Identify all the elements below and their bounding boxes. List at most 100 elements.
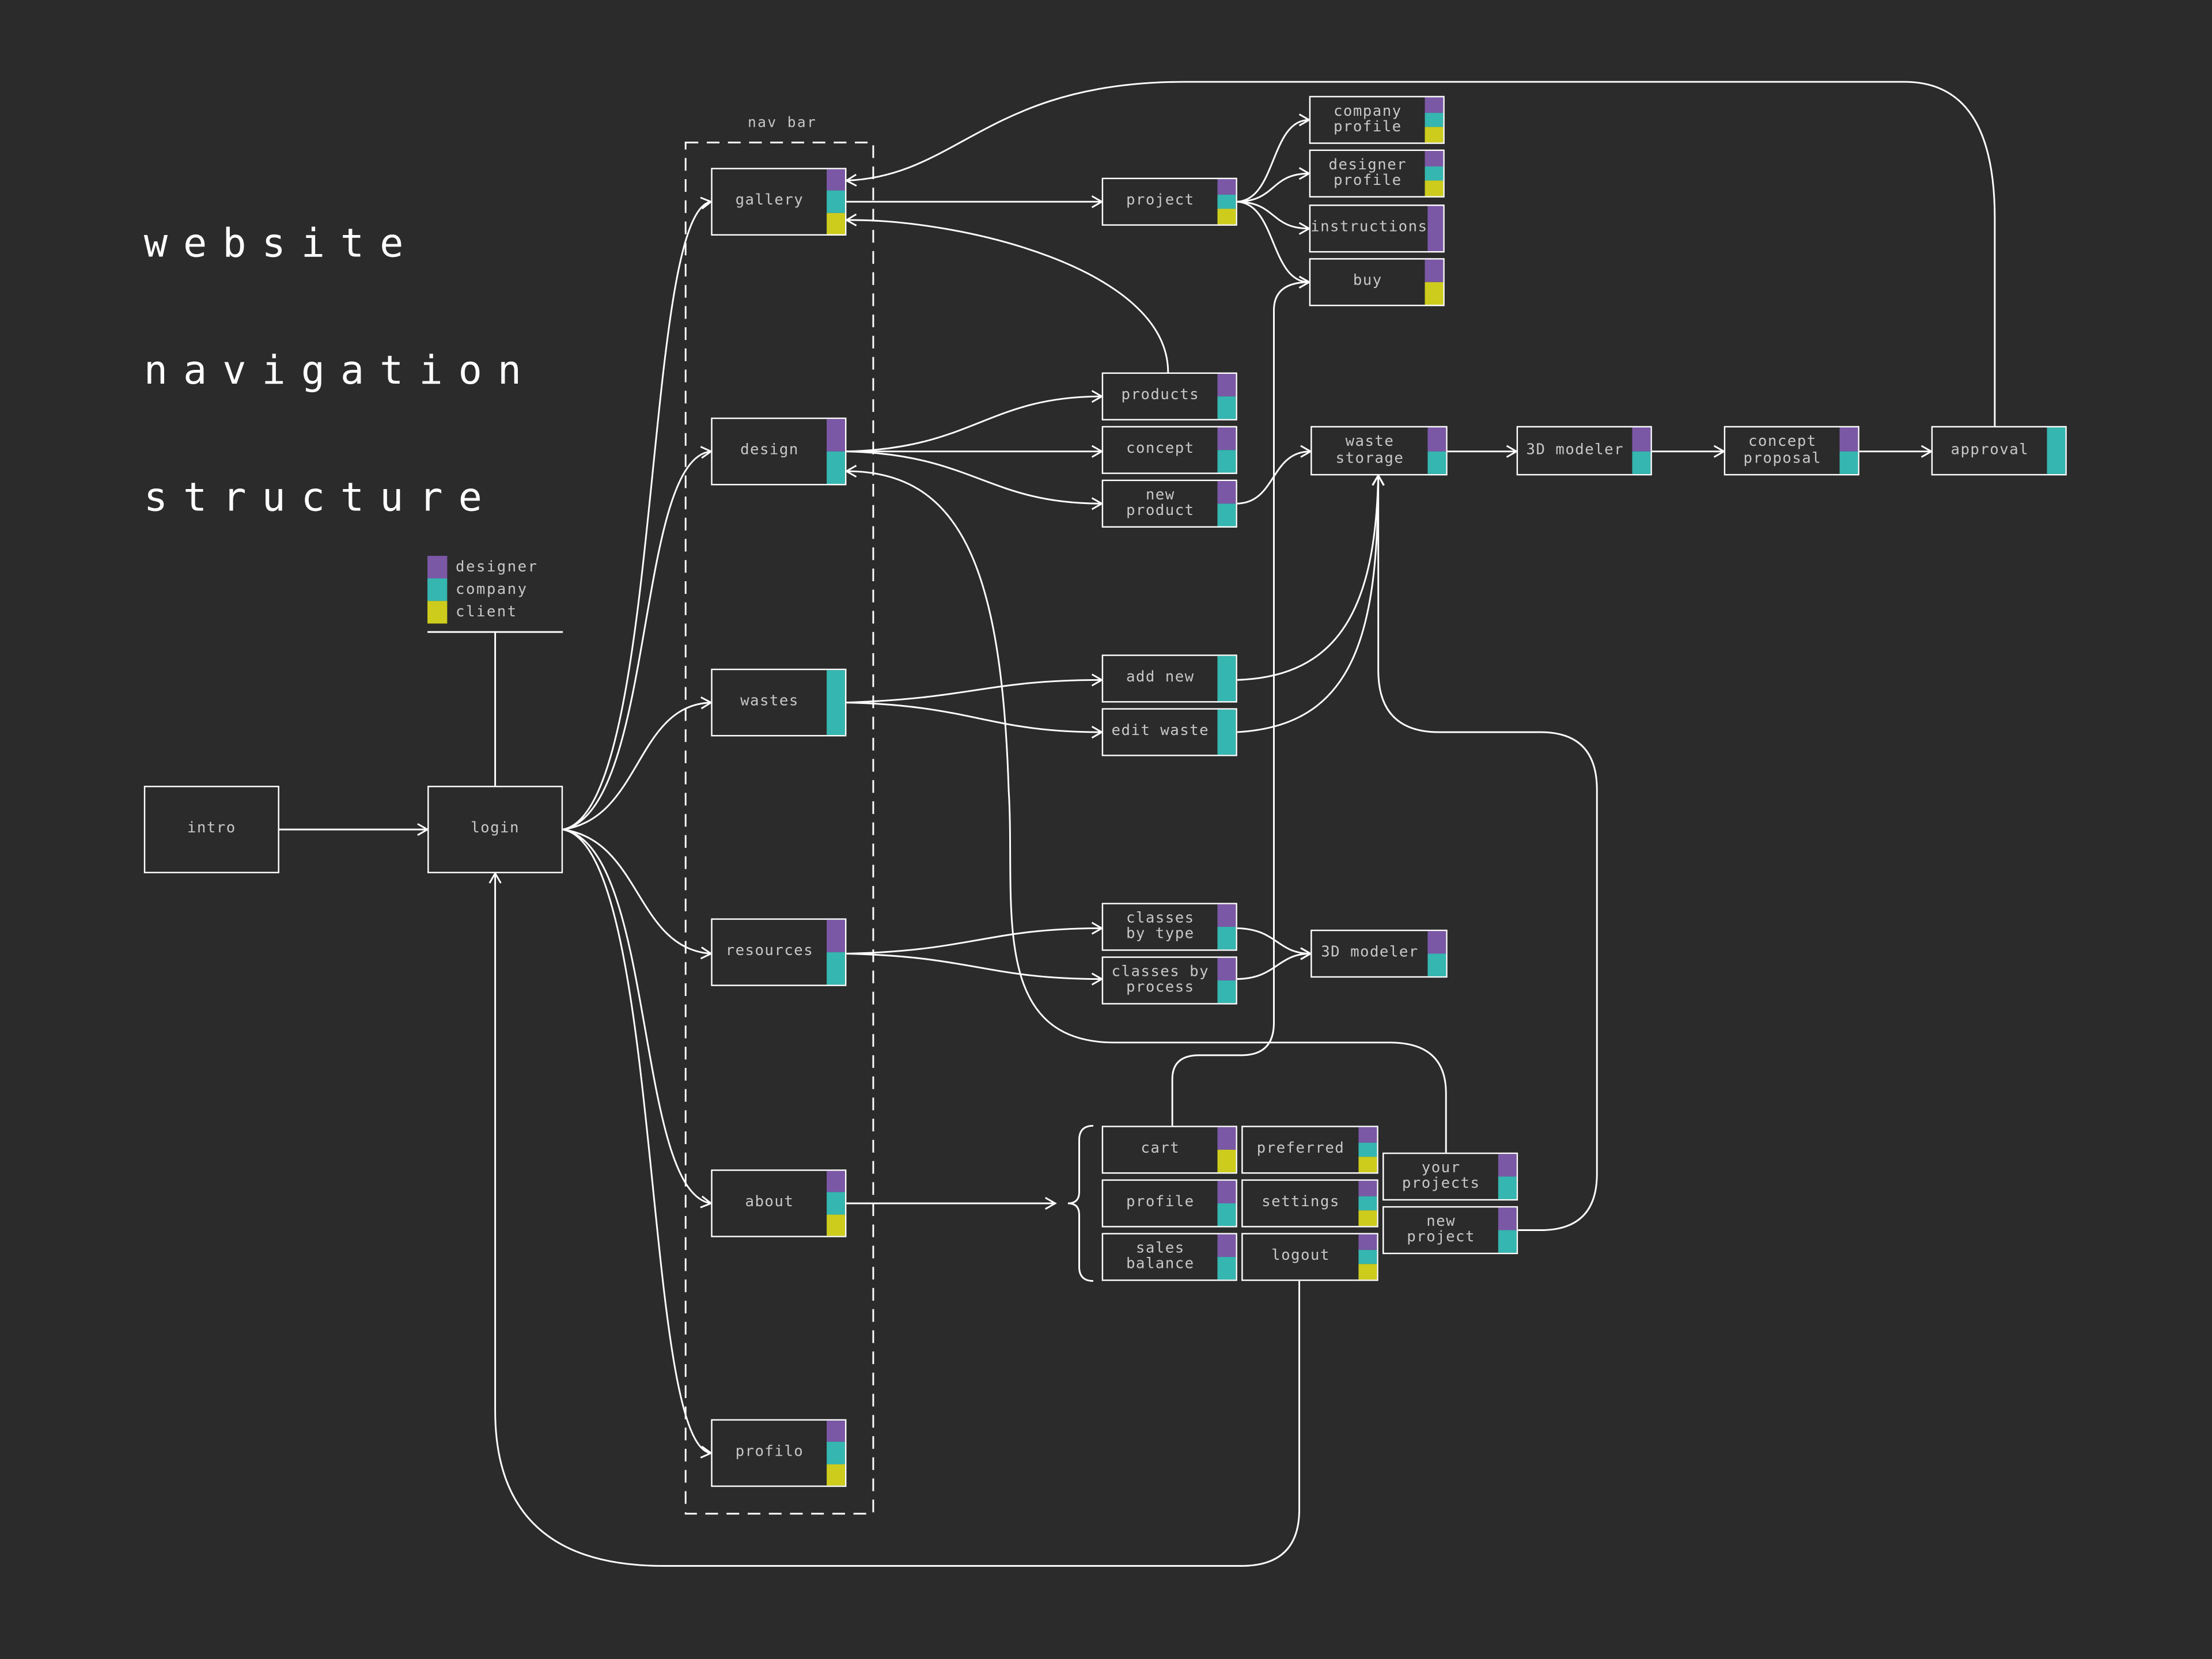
node-settings[interactable]: settings	[1241, 1179, 1378, 1228]
node-label: edit waste	[1111, 722, 1210, 740]
edge-login-wastes	[562, 696, 713, 831]
role-tag-company	[1358, 1249, 1377, 1265]
role-tag-designer	[1425, 151, 1444, 166]
node-instructions[interactable]: instructions	[1309, 204, 1445, 253]
edge-edit-waste-waste-storage	[1236, 474, 1385, 733]
node-new-project[interactable]: new project	[1382, 1206, 1518, 1255]
legend-swatch-company	[427, 578, 448, 601]
role-tag-company	[1217, 503, 1236, 527]
node-label: 3D modeler	[1321, 944, 1419, 961]
node-designer-profile[interactable]: designer profile	[1309, 149, 1445, 198]
edge-design-products	[846, 390, 1104, 453]
legend-item-client: client	[427, 601, 538, 624]
edge-classes-type-modeler	[1236, 927, 1313, 960]
role-tag-company	[1498, 1176, 1517, 1199]
role-tags	[1217, 1234, 1236, 1280]
node-cart[interactable]: cart	[1101, 1126, 1237, 1174]
legend-swatch-client	[427, 601, 448, 624]
role-tags	[1217, 373, 1236, 419]
role-tag-designer	[1217, 904, 1236, 927]
node-design[interactable]: design	[711, 417, 847, 486]
node-buy[interactable]: buy	[1309, 258, 1445, 306]
node-profile[interactable]: profile	[1101, 1179, 1237, 1228]
edge-project-company-profile	[1236, 113, 1311, 203]
role-tag-company	[1425, 166, 1444, 181]
role-tags	[827, 1171, 845, 1236]
node-label: your projects	[1402, 1158, 1480, 1192]
node-sales-balance[interactable]: sales balance	[1101, 1233, 1237, 1281]
node-label: buy	[1353, 272, 1382, 290]
node-new-product[interactable]: new product	[1101, 479, 1237, 528]
edge-design-new-product	[846, 450, 1104, 510]
role-tag-company	[1427, 953, 1446, 976]
edge-login-profilo	[562, 828, 713, 1459]
node-resources[interactable]: resources	[711, 918, 847, 986]
node-label: approval	[1950, 441, 2029, 459]
node-company-profile[interactable]: company profile	[1309, 96, 1445, 144]
role-tag-client	[1425, 282, 1444, 305]
role-tags	[1217, 656, 1236, 702]
node-classes-by-type[interactable]: classes by type	[1101, 903, 1237, 951]
edge-classes-process-modeler	[1236, 947, 1313, 980]
node-label: login	[471, 820, 520, 837]
edge-resources-classes-type	[846, 922, 1104, 955]
node-label: products	[1121, 387, 1200, 404]
role-tags	[827, 919, 845, 985]
role-tag-designer	[1427, 931, 1446, 954]
node-add-new[interactable]: add new	[1101, 654, 1237, 703]
node-label: design	[740, 442, 799, 459]
edge-add-new-waste-storage	[1236, 474, 1385, 681]
role-tags	[1217, 1180, 1236, 1226]
node-concept[interactable]: concept	[1101, 426, 1237, 474]
role-tag-company	[1217, 396, 1236, 419]
node-label: preferred	[1256, 1140, 1345, 1157]
legend-label: client	[456, 604, 518, 621]
node-label: wastes	[740, 693, 799, 710]
node-wastes[interactable]: wastes	[711, 668, 847, 737]
role-tag-client	[827, 1214, 845, 1236]
node-project[interactable]: project	[1101, 177, 1237, 226]
node-profilo[interactable]: profilo	[711, 1419, 847, 1487]
node-products[interactable]: products	[1101, 372, 1237, 421]
role-tags	[1425, 97, 1444, 143]
nav-bar-frame	[684, 141, 874, 1515]
edge-your-projects-design	[844, 464, 1447, 1153]
node-label: gallery	[735, 192, 804, 210]
node-classes-by-process[interactable]: classes by process	[1101, 956, 1237, 1005]
node-logout[interactable]: logout	[1241, 1233, 1378, 1281]
role-tag-company	[827, 451, 845, 484]
role-tags	[1498, 1207, 1517, 1253]
role-tag-company	[2047, 427, 2066, 474]
node-label: concept	[1126, 440, 1195, 458]
role-tag-designer	[1358, 1180, 1377, 1196]
node-label: waste storage	[1335, 433, 1404, 467]
role-tags	[1358, 1180, 1377, 1226]
node-approval[interactable]: approval	[1931, 426, 2067, 476]
node-3d-modeler-resources[interactable]: 3D modeler	[1310, 929, 1448, 978]
node-label: logout	[1271, 1247, 1330, 1264]
node-waste-storage[interactable]: waste storage	[1310, 426, 1448, 476]
node-3d-modeler-top[interactable]: 3D modeler	[1516, 426, 1652, 476]
node-concept-proposal[interactable]: concept proposal	[1724, 426, 1859, 476]
node-your-projects[interactable]: your projects	[1382, 1152, 1518, 1201]
legend-swatch-designer	[427, 555, 448, 579]
role-tag-company	[1358, 1195, 1377, 1211]
role-tag-company	[1425, 112, 1444, 128]
node-login[interactable]: login	[427, 786, 563, 873]
node-label: sales balance	[1126, 1239, 1195, 1272]
node-edit-waste[interactable]: edit waste	[1101, 708, 1237, 756]
role-tags	[2047, 427, 2066, 474]
node-gallery[interactable]: gallery	[711, 168, 847, 236]
node-preferred[interactable]: preferred	[1241, 1126, 1378, 1174]
edge-new-project-waste-storage	[1372, 474, 1598, 1231]
node-intro[interactable]: intro	[143, 786, 279, 873]
node-about[interactable]: about	[711, 1169, 847, 1237]
role-tag-client	[827, 212, 845, 234]
role-tags	[1217, 1127, 1236, 1173]
edge-wastes-add-new	[846, 673, 1104, 704]
role-tag-company	[1632, 450, 1651, 474]
role-tags	[1498, 1154, 1517, 1199]
role-tag-designer	[827, 919, 845, 953]
role-tag-designer	[827, 169, 845, 191]
role-tag-designer	[1632, 427, 1651, 451]
